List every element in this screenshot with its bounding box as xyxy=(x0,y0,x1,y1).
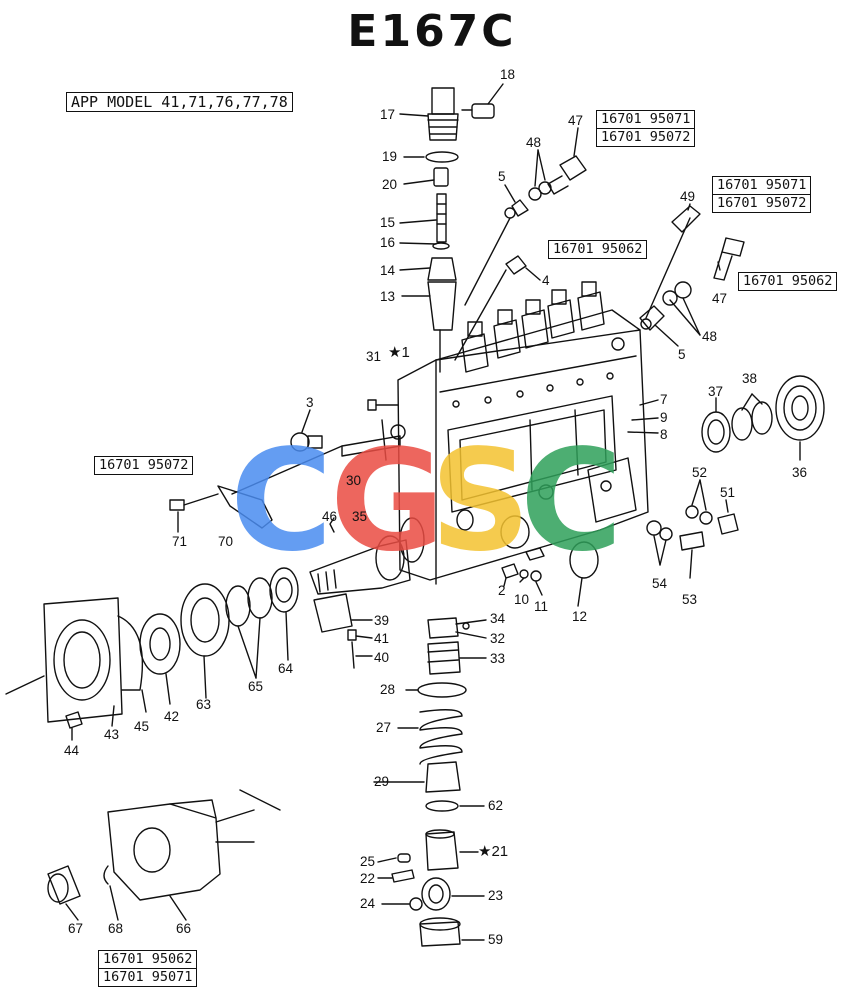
callout-label: 3 xyxy=(306,395,314,410)
callout-label: 24 xyxy=(360,896,376,911)
callout-label: ★1 xyxy=(388,344,410,361)
callout-label: 10 xyxy=(514,592,530,607)
callout-label: 44 xyxy=(64,743,80,758)
callout-label: 63 xyxy=(196,697,212,712)
callout-label: 42 xyxy=(164,709,180,724)
callout-label: 39 xyxy=(374,613,390,628)
callout-label: 8 xyxy=(660,427,668,442)
watermark-letter-c2: C xyxy=(520,420,623,583)
callout-label: 9 xyxy=(660,410,668,425)
callout-label: 37 xyxy=(708,384,724,399)
callout-label: 59 xyxy=(488,932,504,947)
part-number-group-center: 16701 95062 xyxy=(548,240,648,259)
app-model-box: APP MODEL 41,71,76,77,78 xyxy=(66,92,293,112)
callout-label: 2 xyxy=(498,583,506,598)
callout-label: 14 xyxy=(380,263,396,278)
callout-label: 28 xyxy=(380,682,396,697)
callout-label: 45 xyxy=(134,719,150,734)
callout-label: 7 xyxy=(660,392,668,407)
watermark-letter-g: G xyxy=(330,420,445,583)
callout-label: 65 xyxy=(248,679,264,694)
callout-label: 31 xyxy=(366,349,382,364)
callout-label: 34 xyxy=(490,611,506,626)
callout-label: 38 xyxy=(742,371,758,386)
callout-label: 64 xyxy=(278,661,294,676)
callout-label: 68 xyxy=(108,921,124,936)
callout-label: 22 xyxy=(360,871,376,886)
callout-label: 4 xyxy=(542,273,550,288)
callout-label: 49 xyxy=(680,189,696,204)
part-number: 16701 95062 xyxy=(743,273,833,289)
callout-label: 48 xyxy=(702,329,718,344)
part-number: 16701 95071 xyxy=(601,111,691,127)
callout-label: 47 xyxy=(568,113,584,128)
callout-label: 46 xyxy=(322,509,338,524)
callout-label: 67 xyxy=(68,921,84,936)
callout-label: 13 xyxy=(380,289,396,304)
part-number-group-47-top: 16701 95071 16701 95072 xyxy=(596,110,696,147)
callout-label: 30 xyxy=(346,473,362,488)
callout-label: 11 xyxy=(534,599,549,614)
callout-label: ★21 xyxy=(478,843,509,860)
part-number-group-70: 16701 95072 xyxy=(94,456,194,475)
callout-label: 43 xyxy=(104,727,120,742)
part-number-group-66: 16701 95062 16701 95071 xyxy=(98,950,198,987)
part-number-group-right: 16701 95062 xyxy=(738,272,838,291)
callout-label: 47 xyxy=(712,291,728,306)
diagram-title: E167C xyxy=(347,6,517,57)
callout-label: 29 xyxy=(374,774,390,789)
watermark: C G S C xyxy=(220,420,640,583)
part-number: 16701 95072 xyxy=(597,128,695,146)
callout-label: 51 xyxy=(720,485,736,500)
part-number: 16701 95072 xyxy=(99,457,189,473)
callout-label: 17 xyxy=(380,107,396,122)
callout-label: 16 xyxy=(380,235,396,250)
callout-label: 5 xyxy=(498,169,506,184)
callout-label: 66 xyxy=(176,921,192,936)
callout-label: 36 xyxy=(792,465,808,480)
part-number: 16701 95072 xyxy=(713,194,811,212)
callout-label: 20 xyxy=(382,177,398,192)
callout-label: 40 xyxy=(374,650,390,665)
callout-label: 27 xyxy=(376,720,392,735)
part-number: 16701 95062 xyxy=(553,241,643,257)
part-number: 16701 95071 xyxy=(717,177,807,193)
callout-label: 71 xyxy=(172,534,188,549)
watermark-letter-s: S xyxy=(430,420,531,583)
watermark-letter-c: C xyxy=(230,420,333,583)
callout-label: 54 xyxy=(652,576,668,591)
callout-label: 35 xyxy=(352,509,368,524)
callout-label: 5 xyxy=(678,347,686,362)
callout-label: 23 xyxy=(488,888,504,903)
callout-label: 33 xyxy=(490,651,506,666)
callout-label: 52 xyxy=(692,465,708,480)
callout-label: 32 xyxy=(490,631,506,646)
callout-label: 15 xyxy=(380,215,396,230)
callout-label: 25 xyxy=(360,854,376,869)
part-number-group-49: 16701 95071 16701 95072 xyxy=(712,176,812,213)
callout-label: 19 xyxy=(382,149,398,164)
callout-label: 41 xyxy=(374,631,390,646)
callout-label: 62 xyxy=(488,798,504,813)
callout-label: 12 xyxy=(572,609,588,624)
part-number: 16701 95071 xyxy=(99,968,197,986)
callout-label: 48 xyxy=(526,135,542,150)
callout-label: 18 xyxy=(500,67,516,82)
part-number: 16701 95062 xyxy=(103,951,193,967)
callout-label: 70 xyxy=(218,534,234,549)
callout-label: 53 xyxy=(682,592,698,607)
